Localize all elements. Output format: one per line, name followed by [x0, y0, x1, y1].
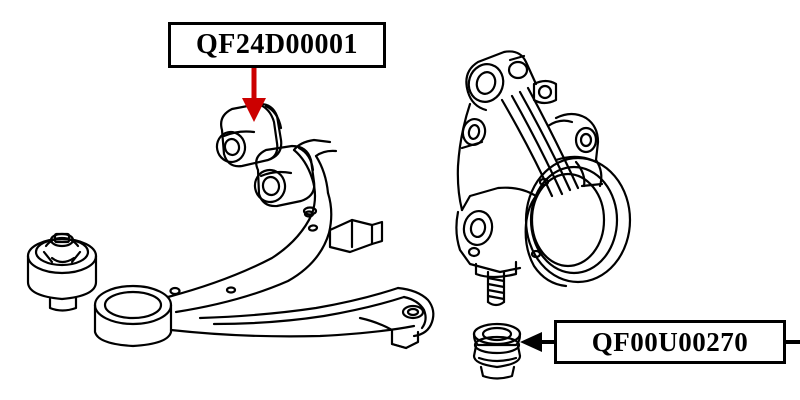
steering-knuckle — [455, 50, 632, 307]
part-number-label-2: QF00U00270 — [591, 326, 749, 357]
control-arm-bushing-front — [215, 102, 283, 168]
detached-bushing — [26, 232, 98, 312]
part-number-label-1: QF24D00001 — [195, 29, 359, 60]
callout-arrow-top — [242, 68, 266, 122]
callout-box-part-2[interactable]: QF00U00270 — [554, 320, 786, 364]
lower-control-arm — [93, 138, 435, 350]
control-arm-bushing-rear — [253, 144, 316, 208]
callout-arrow-right — [520, 332, 800, 352]
ball-joint-boot — [472, 322, 522, 380]
callout-box-part-1[interactable]: QF24D00001 — [168, 22, 386, 68]
